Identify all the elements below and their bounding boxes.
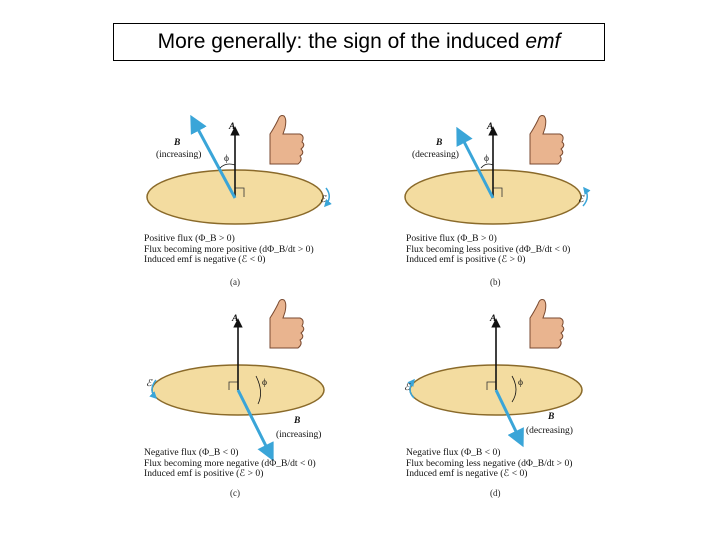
phi-label: ϕ [484,154,490,164]
emf-arrow [407,378,415,399]
caption-line-3: Induced emf is negative (ℰ < 0) [144,254,266,265]
state-label: (increasing) [156,150,202,160]
caption-line-1: Negative flux (Φ_B < 0) [406,447,501,458]
b-vector-label: B [294,416,301,426]
caption-line-2: Flux becoming more negative (dΦ_B/dt < 0… [144,457,316,469]
caption-line-1: Positive flux (Φ_B > 0) [406,233,497,244]
panel-sublabel: (a) [230,277,240,287]
phi-arc [511,375,517,403]
title-text: More generally: the sign of the induced … [157,30,561,53]
b-vector-label: B [174,138,181,148]
emf-label: ℰ [320,195,326,205]
emf-label: ℰ [578,195,584,205]
panel-sublabel: (d) [490,488,501,498]
phi-label: ϕ [224,154,230,164]
emf-label: ℰ [404,383,410,393]
emf-arrow [324,187,332,208]
thumbs-up-icon [529,299,565,349]
caption-line-2: Flux becoming less negative (dΦ_B/dt > 0… [406,457,573,469]
caption-lines: Negative flux (Φ_B < 0) Flux becoming le… [406,447,573,480]
phi-arc [480,163,494,169]
diagram-a [146,114,332,225]
panel-b: B (decreasing) A ϕ ℰ Positive flux (Φ_B … [398,110,658,310]
diagram-d [407,299,583,448]
caption-line-1: Negative flux (Φ_B < 0) [144,447,239,458]
a-vector-label: A [490,314,497,324]
panel-a: B (increasing) A ϕ ℰ Positive flux (Φ_B … [140,110,400,310]
caption-line-3: Induced emf is positive (ℰ > 0) [144,468,264,479]
b-field-arrow [190,114,237,199]
emf-arrow [149,379,158,400]
state-label: (decreasing) [526,426,573,436]
right-angle-mark [486,381,496,390]
right-angle-mark [235,187,245,197]
right-angle-mark [228,381,238,390]
emf-arrow [582,186,591,207]
caption-line-2: Flux becoming less positive (dΦ_B/dt < 0… [406,243,571,255]
panel-sublabel: (c) [230,488,240,498]
b-field-arrow [456,126,495,199]
emf-label: ℰ [146,379,152,389]
slide-title: More generally: the sign of the induced … [113,23,605,61]
caption-line-2: Flux becoming more positive (dΦ_B/dt > 0… [144,243,314,255]
b-vector-label: B [436,138,443,148]
thumbs-up-icon [269,299,305,349]
caption-line-1: Positive flux (Φ_B > 0) [144,233,235,244]
a-vector-label: A [487,122,494,132]
caption-line-3: Induced emf is positive (ℰ > 0) [406,254,526,265]
panel-d: B (decreasing) A ϕ ℰ Negative flux (Φ_B … [398,299,658,510]
diagram-c [149,299,325,462]
state-label: (decreasing) [412,150,459,160]
b-field-arrow [494,389,524,448]
diagram-b [404,115,591,225]
thumbs-up-icon [269,115,305,165]
caption-lines: Positive flux (Φ_B > 0) Flux becoming le… [406,233,571,266]
phi-arc [219,163,236,169]
panel-c: B (increasing) A ϕ ℰ Negative flux (Φ_B … [140,299,400,510]
phi-label: ϕ [518,378,524,388]
phi-arc [255,375,261,405]
thumbs-up-icon [529,115,565,165]
panel-sublabel: (b) [490,277,501,287]
caption-lines: Negative flux (Φ_B < 0) Flux becoming mo… [144,447,316,480]
b-field-arrow [236,389,274,462]
caption-line-3: Induced emf is negative (ℰ < 0) [406,468,528,479]
a-vector-label: A [229,122,236,132]
caption-lines: Positive flux (Φ_B > 0) Flux becoming mo… [144,233,314,266]
a-vector-label: A [232,314,239,324]
right-angle-mark [493,187,503,197]
state-label: (increasing) [276,430,322,440]
b-vector-label: B [548,412,555,422]
phi-label: ϕ [262,378,268,388]
